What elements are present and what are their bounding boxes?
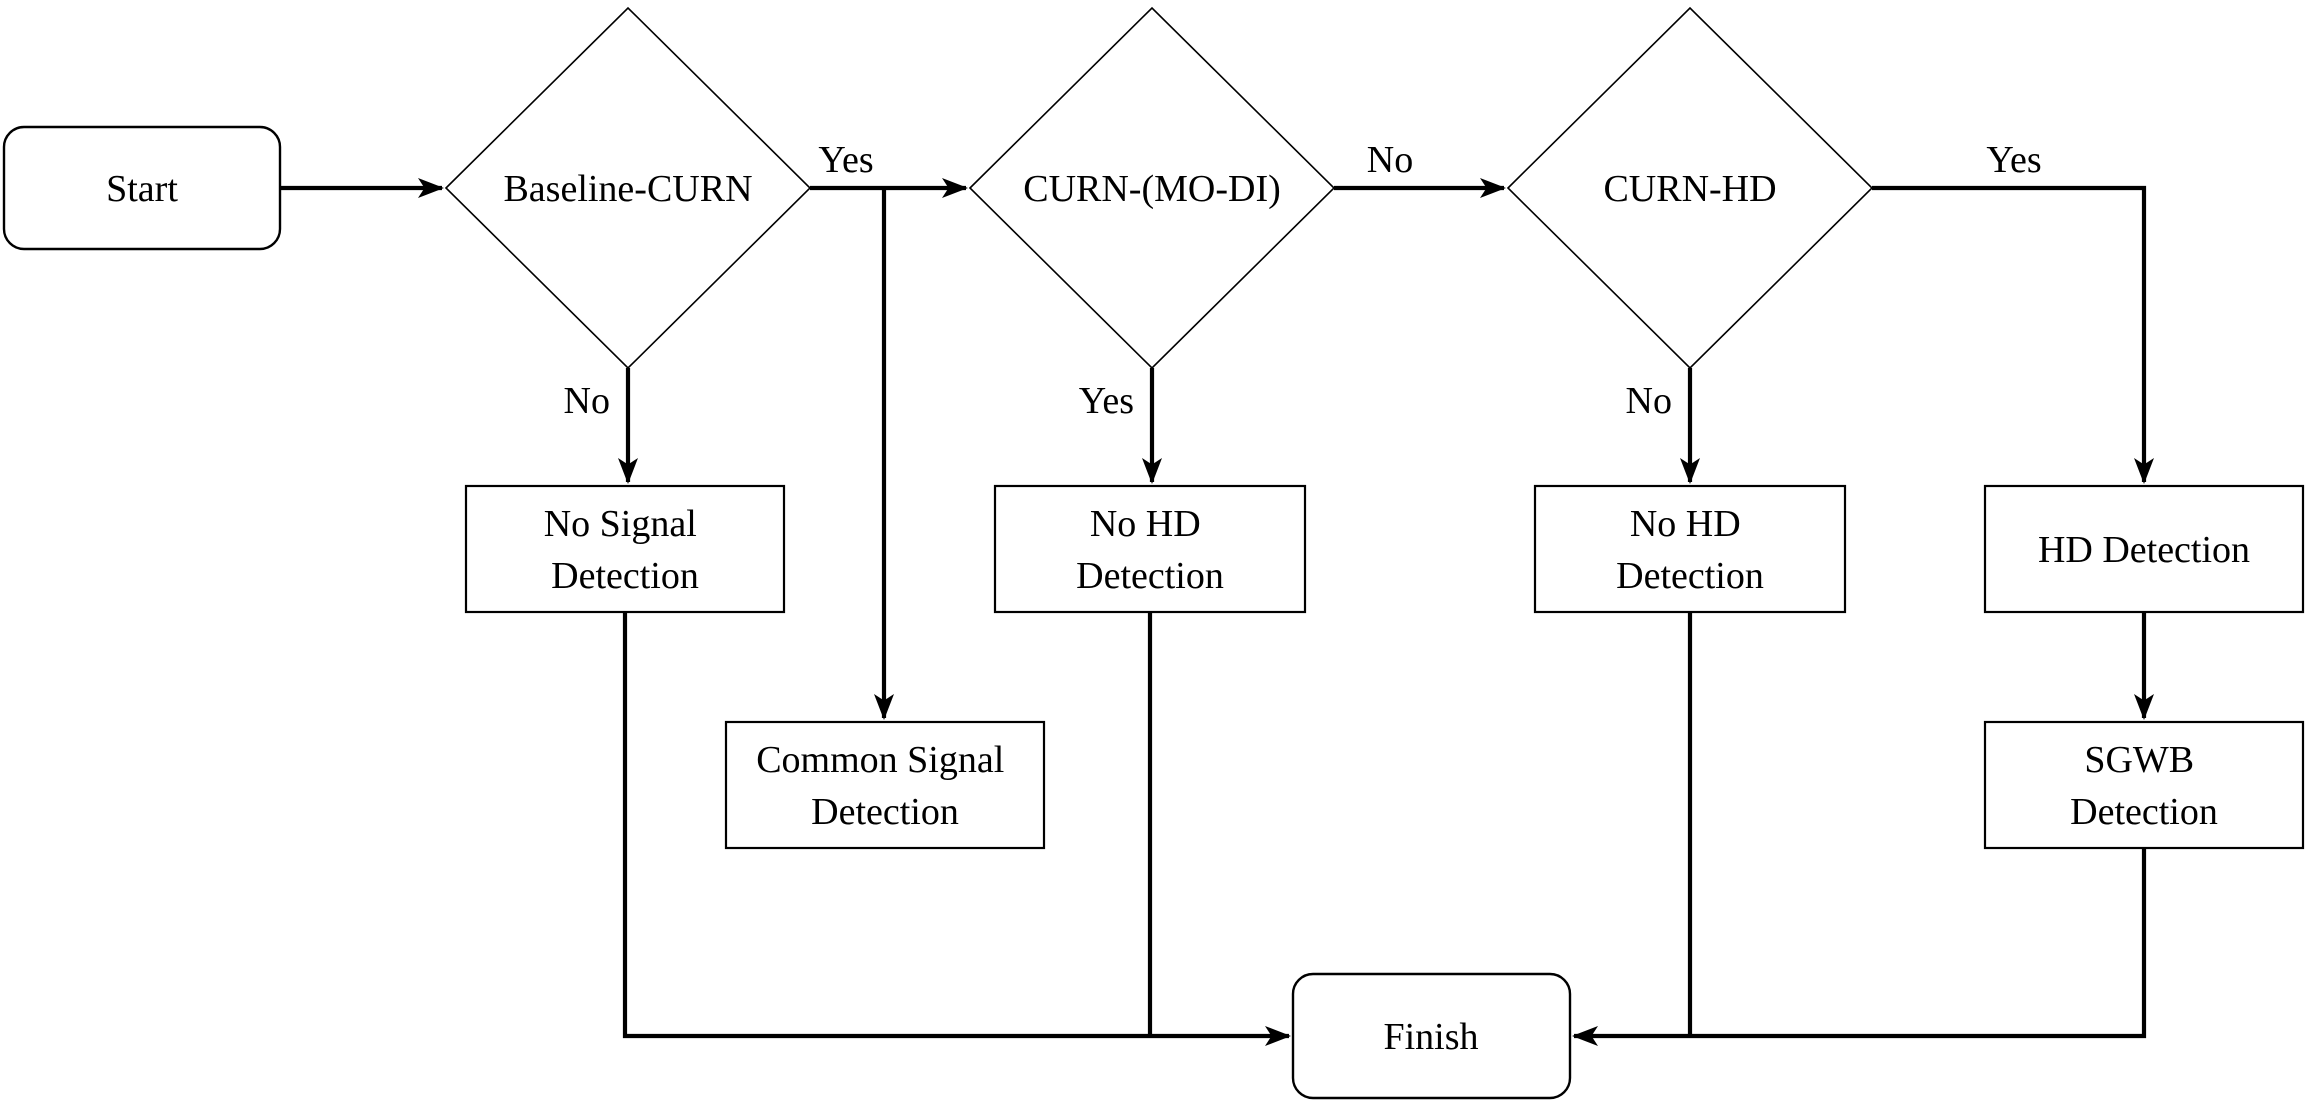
- no-signal-detection-box: [464, 484, 786, 614]
- node-curn-hd: CURN-HD: [1506, 6, 1874, 370]
- common-signal-detection-label: Common Signal Detection: [756, 739, 1014, 833]
- curn-hd-diamond: [1506, 6, 1874, 370]
- finish-label: Finish: [1383, 1016, 1478, 1058]
- node-hd-detection: HD Detection: [1983, 484, 2305, 614]
- no-hd-detection-left-label: No HD Detection: [1076, 503, 1224, 597]
- node-common-signal-detection: Common Signal Detection: [724, 720, 1046, 850]
- no-hd-detection-right-box: [1533, 484, 1847, 614]
- no-signal-detection-label: No Signal Detection: [544, 503, 707, 597]
- start-label: Start: [106, 168, 178, 210]
- curn-mo-di-diamond: [968, 6, 1336, 370]
- node-curn-mo-di: CURN-(MO-DI): [968, 6, 1336, 370]
- sgwb-detection-box: [1983, 720, 2305, 850]
- no-hd-detection-left-box: [993, 484, 1307, 614]
- baseline-curn-label: Baseline-CURN: [503, 168, 752, 210]
- edge-curn-hd-to-hd-detection: [1872, 185, 2154, 484]
- node-no-hd-detection-right: No HD Detection: [1533, 484, 1847, 614]
- start-box: [2, 125, 282, 251]
- edge-label-modi-yes: Yes: [1079, 380, 1134, 422]
- node-no-hd-detection-left: No HD Detection: [993, 484, 1307, 614]
- edge-no-signal-to-finish: [622, 612, 1291, 1046]
- hd-detection-box: [1983, 484, 2305, 614]
- edge-sgwb-to-finish: [1572, 848, 2147, 1046]
- edges-layer: [280, 178, 2154, 1046]
- edge-label-modi-no: No: [1367, 139, 1413, 181]
- node-start: Start: [2, 125, 282, 251]
- node-sgwb-detection: SGWB Detection: [1983, 720, 2305, 850]
- edge-labels-layer: Yes No No Yes Yes No: [564, 139, 2042, 422]
- node-finish: Finish: [1291, 972, 1572, 1100]
- curn-mo-di-label: CURN-(MO-DI): [1023, 168, 1281, 210]
- edge-label-hd-no: No: [1626, 380, 1672, 422]
- node-baseline-curn: Baseline-CURN: [444, 6, 812, 370]
- hd-detection-label: HD Detection: [2038, 529, 2250, 571]
- sgwb-detection-label: SGWB Detection: [2070, 739, 2218, 833]
- baseline-curn-diamond: [444, 6, 812, 370]
- edge-label-hd-yes: Yes: [1986, 139, 2041, 181]
- edge-label-baseline-yes: Yes: [818, 139, 873, 181]
- nodes-layer: Start Baseline-CURN CURN-(MO-DI) CURN-HD…: [2, 6, 2305, 1100]
- finish-box: [1291, 972, 1572, 1100]
- common-signal-detection-box: [724, 720, 1046, 850]
- edge-label-baseline-no: No: [564, 380, 610, 422]
- node-no-signal-detection: No Signal Detection: [464, 484, 786, 614]
- curn-hd-label: CURN-HD: [1603, 168, 1776, 210]
- no-hd-detection-right-label: No HD Detection: [1616, 503, 1764, 597]
